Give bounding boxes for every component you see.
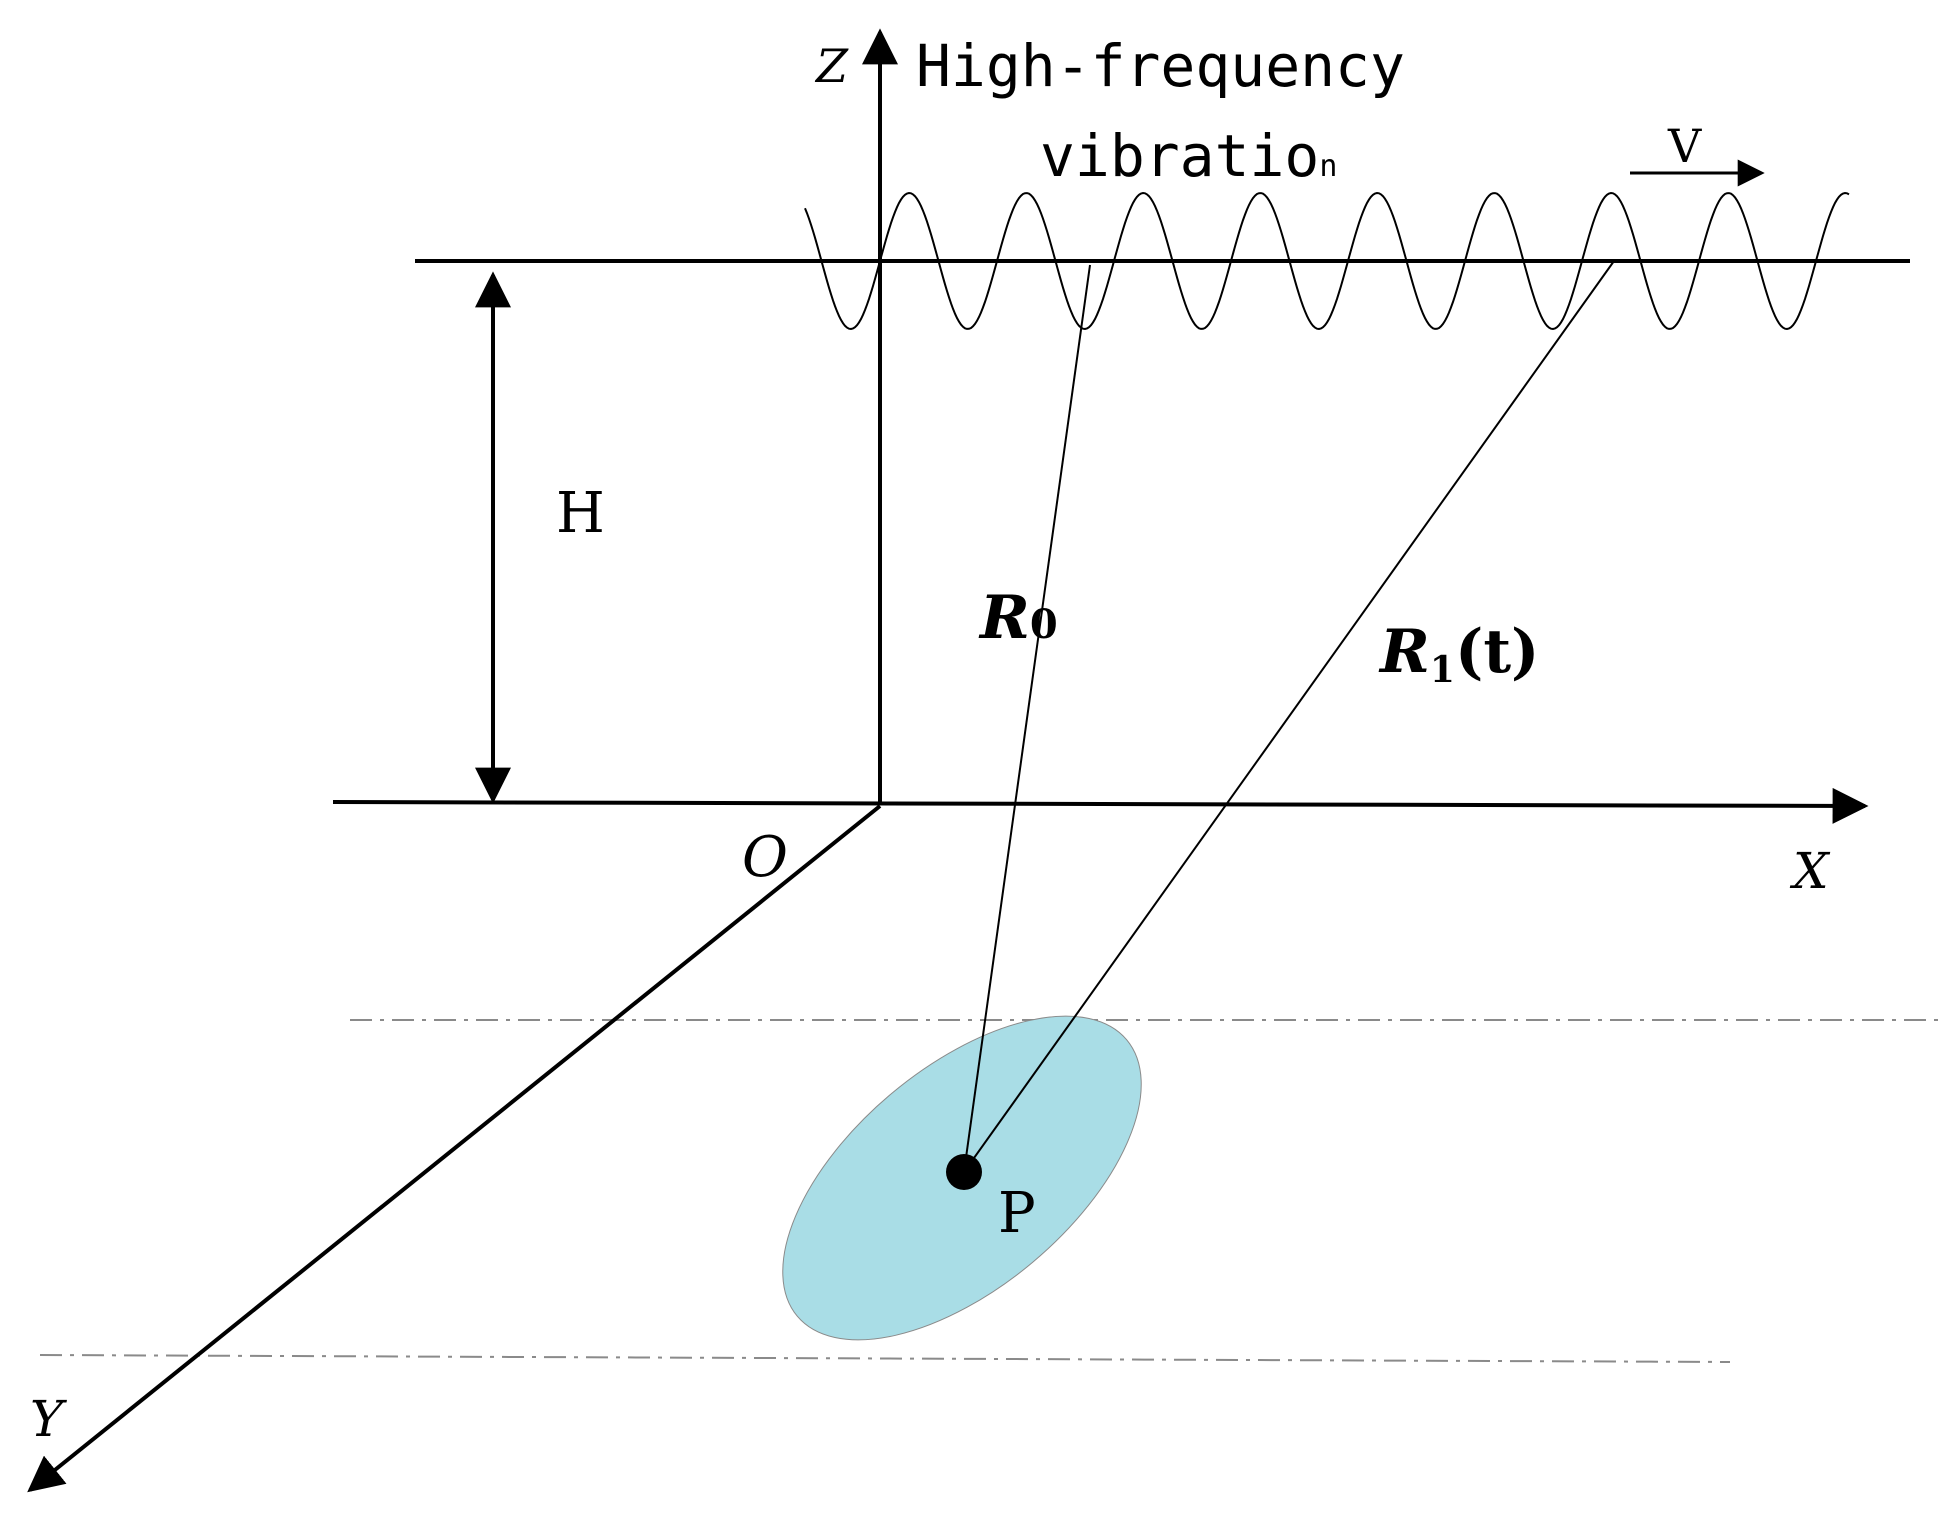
height-label: H xyxy=(556,481,605,546)
title-line1: High-frequency xyxy=(916,32,1405,100)
r0-label: R0 xyxy=(978,583,1058,653)
velocity-label: V xyxy=(1667,119,1702,173)
y-axis-label: Y xyxy=(30,1390,67,1448)
x-axis xyxy=(332,787,1869,824)
title-line2: vibration xyxy=(1040,122,1337,190)
title-line2-sub: n xyxy=(1319,149,1337,184)
origin-label: O xyxy=(742,825,788,890)
x-axis-label: X xyxy=(1789,842,1831,900)
r1-line xyxy=(963,260,1615,1173)
r1-main: R xyxy=(1378,617,1430,687)
title-line2-main: vibratio xyxy=(1040,122,1319,190)
dashed-line-lower xyxy=(39,1354,1731,1363)
point-p-label: P xyxy=(998,1181,1036,1246)
r1-label: R1(t) xyxy=(1378,617,1539,691)
vibration-wave xyxy=(804,191,1850,331)
r0-line xyxy=(963,264,1091,1173)
z-axis-label: Z xyxy=(814,39,849,93)
r0-main: R xyxy=(978,583,1030,653)
y-axis xyxy=(27,804,882,1493)
point-p-marker xyxy=(946,1154,982,1190)
r1-arg: (t) xyxy=(1455,617,1540,687)
r0-sub: 0 xyxy=(1030,601,1058,648)
r1-sub: 1 xyxy=(1430,649,1455,691)
